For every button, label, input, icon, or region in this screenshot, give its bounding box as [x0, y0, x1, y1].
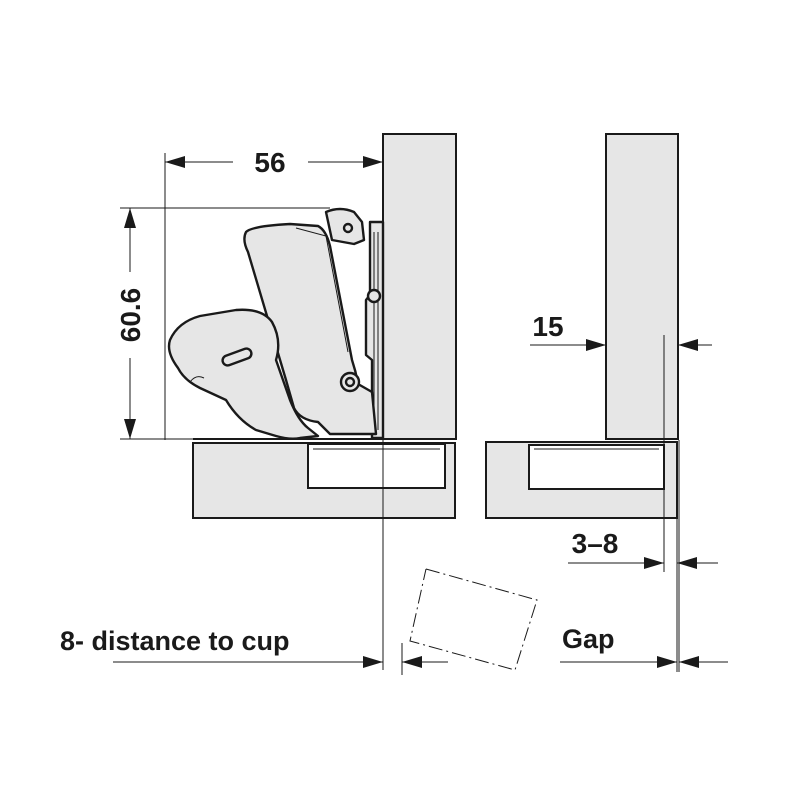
gap-arrow-right: [679, 656, 699, 668]
hinge-lever: [167, 308, 320, 440]
dim-3-8-arrow-right: [677, 557, 697, 569]
hinge-pivot-large-center: [344, 376, 356, 388]
dim-15-label: 15: [532, 311, 563, 342]
hinge-lever-detail: [189, 376, 205, 383]
dim-3-8-arrow-left: [644, 557, 664, 569]
hinge-cup-left: [307, 443, 446, 489]
hinge-plate-detail: [373, 232, 379, 430]
hinge-lever-slot: [221, 347, 253, 367]
dim-60-6-arrow-top: [124, 208, 136, 228]
distance-to-cup-arrow-left: [363, 656, 383, 668]
dim-15-arrow-left: [586, 339, 606, 351]
dim-3-8-label: 3–8: [572, 528, 619, 559]
cabinet-side-panel-right: [605, 133, 679, 440]
door-swing-outline: [409, 568, 538, 671]
distance-to-cup-label: 8- distance to cup: [60, 626, 290, 656]
dim-56-arrow-right: [363, 156, 383, 168]
dim-15-arrow-right: [678, 339, 698, 351]
dim-56-label: 56: [254, 147, 285, 178]
gap-arrow-left: [657, 656, 677, 668]
hinge-pivot-small: [342, 222, 354, 234]
hinge-cup-right: [528, 444, 665, 490]
dim-60-6-label: 60.6: [115, 288, 146, 343]
hinge-arm-ridge: [295, 227, 349, 353]
gap-label: Gap: [562, 624, 615, 654]
dim-56-arrow-left: [165, 156, 185, 168]
distance-to-cup-arrow-right: [402, 656, 422, 668]
hinge-plate-screw: [366, 288, 382, 304]
dim-60-6-arrow-bottom: [124, 419, 136, 439]
cabinet-side-panel-left: [382, 133, 457, 440]
